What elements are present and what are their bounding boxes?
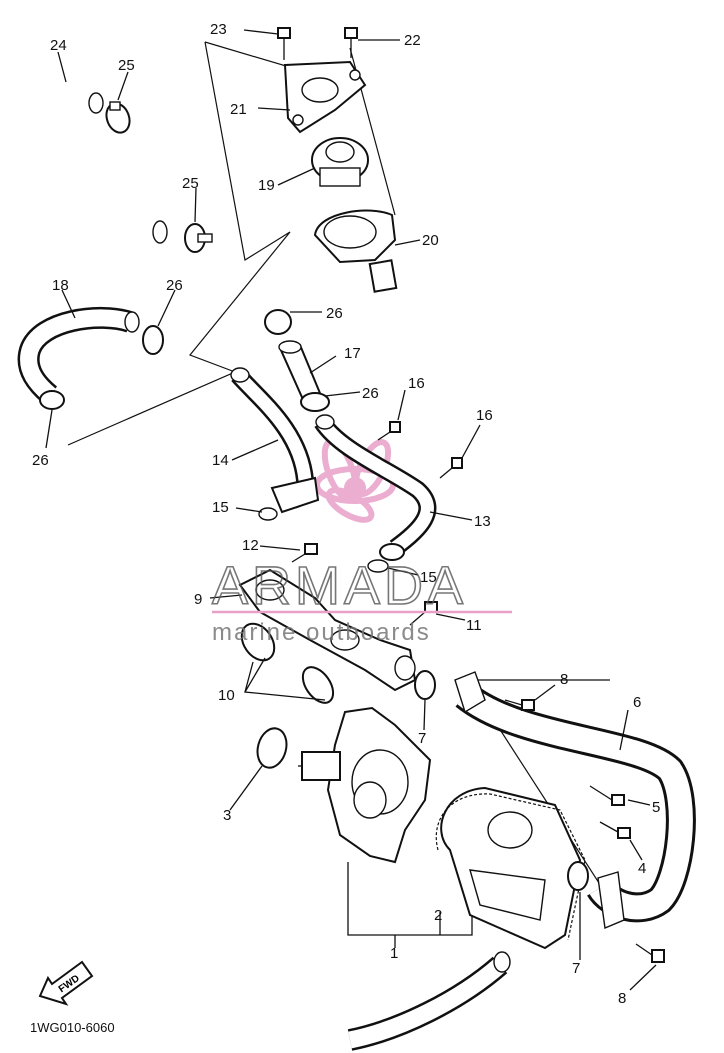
watermark-sub: marine outboards [212,619,431,646]
callout-26-left: 26 [166,277,183,294]
callout-23: 23 [210,21,227,38]
callout-7-lower: 7 [572,960,580,977]
callout-26-bottom: 26 [32,452,49,469]
callout-16-left: 16 [408,375,425,392]
callout-11: 11 [466,617,482,634]
callout-12: 12 [242,537,259,554]
callout-17: 17 [344,345,361,362]
callout-24: 24 [50,37,67,54]
callout-9: 9 [194,591,202,608]
callout-18: 18 [52,277,69,294]
callout-8-upper: 8 [560,671,568,688]
callout-2: 2 [434,907,442,924]
callout-15-right: 15 [420,569,437,586]
callout-25-lower: 25 [182,175,199,192]
callout-21: 21 [230,101,247,118]
diagram-code: 1WG010-6060 [30,1020,115,1035]
callout-8-lower: 8 [618,990,626,1007]
callout-15-left: 15 [212,499,229,516]
callout-4: 4 [638,860,646,877]
callout-13: 13 [474,513,491,530]
callout-6: 6 [633,694,641,711]
callout-7-upper: 7 [418,730,426,747]
callout-25-upper: 25 [118,57,135,74]
callout-20: 20 [422,232,439,249]
callout-19: 19 [258,177,275,194]
fwd-arrow-icon: FWD [38,960,94,1006]
callout-26-pipe: 26 [362,385,379,402]
callout-14: 14 [212,452,229,469]
callout-16-right: 16 [476,407,493,424]
callout-3: 3 [223,807,231,824]
watermark-brand: ARMADA [212,556,467,616]
callout-leaders [45,29,657,991]
callout-labels: 1 2 3 4 5 6 7 7 8 8 9 10 11 12 13 14 15 … [32,21,660,1007]
callout-26-clamp: 26 [326,305,343,322]
callout-1: 1 [390,945,398,962]
callout-10: 10 [218,687,235,704]
callout-22: 22 [404,32,421,49]
callout-5: 5 [652,799,660,816]
